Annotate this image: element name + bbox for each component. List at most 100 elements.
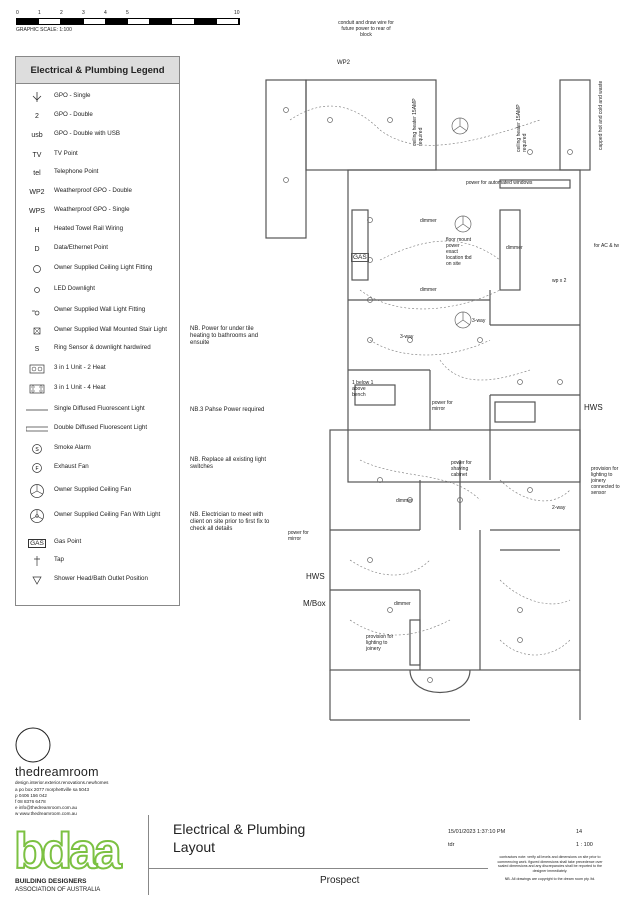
graphic-scale: 0 1 2 3 4 5 10 GRAPHIC SCALE: 1:100 (16, 10, 240, 33)
legend-item-label: Shower Head/Bath Outlet Position (54, 575, 148, 582)
nb-note-heating: NB. Power for under tile heating to bath… (190, 326, 259, 346)
legend-item-label: Double Diffused Fluorescent Light (54, 424, 148, 431)
legend-item-label: LED Downlight (54, 285, 95, 292)
heated-towel-rail-icon: H (34, 226, 40, 234)
legend-item-label: Owner Supplied Wall Mounted Stair Light (54, 326, 167, 333)
led-downlight-icon (26, 282, 48, 298)
legend-panel: Electrical & Plumbing Legend GPO - Singl… (15, 56, 180, 606)
legend-item-label: Gas Point (54, 538, 82, 545)
scale-num: 0 (16, 10, 19, 16)
exhaust-fan-icon: F (26, 460, 48, 476)
weatherproof-gpo-single-icon: WPS (29, 207, 45, 215)
legend-item-label: GPO - Double (54, 111, 93, 118)
label-hws: HWS (306, 572, 325, 581)
scale-num: 1 (38, 10, 41, 16)
legend-item-label: 3 in 1 Unit - 2 Heat (54, 364, 106, 371)
note-heater-1: ceiling heater 15AMP required (412, 98, 424, 146)
legend-item-label: Data/Ethernet Point (54, 244, 109, 251)
brand-tagline: design.interior.exterior.renovations.new… (15, 780, 109, 785)
legend-item-label: Owner Supplied Wall Light Fitting (54, 306, 146, 313)
association-line-1: BUILDING DESIGNERS (15, 878, 87, 885)
drawing-title: Electrical & Plumbing Layout (173, 820, 305, 856)
contact-line: e info@thedreamroom.com.au (15, 805, 78, 810)
svg-text:F: F (35, 466, 38, 472)
scale-num: 10 (234, 10, 240, 16)
label-two-way: 2-way (552, 505, 566, 511)
brand-contact: a po box 2077 morphettville sa 5043 p 04… (15, 787, 89, 817)
legend-item-label: TV Point (54, 150, 78, 157)
brand-logo-circle (15, 727, 51, 763)
copyright-text: NB. All drawings are copyright to the dr… (504, 877, 596, 882)
legend-item-label: Owner Supplied Ceiling Fan With Light (54, 511, 161, 518)
legend-item-label: GPO - Single (54, 92, 91, 99)
legend-item: Owner Supplied Wall Light Fitting (16, 303, 179, 319)
legend-item-label: Ring Sensor & downlight hardwired (54, 344, 151, 351)
note-floor-mount: floor mount power - exact location tbd o… (446, 237, 472, 267)
label-three-way: 3-way (472, 318, 486, 324)
ceiling-light-icon (26, 261, 48, 277)
drawn-by: tdr (448, 842, 455, 848)
brand-name: thedreamroom (15, 765, 99, 779)
legend-item: S Ring Sensor & downlight hardwired (16, 341, 179, 357)
title-line-1: Electrical & Plumbing (173, 821, 306, 837)
legend-item: Owner Supplied Ceiling Fan (16, 483, 179, 499)
legend-item-label: Owner Supplied Ceiling Light Fitting (54, 264, 153, 271)
gas-point-icon: GAS (28, 538, 46, 548)
contact-line: f 08 8376 6478 (15, 799, 46, 804)
note-below-bench: 1 below 1 above bench (352, 380, 374, 398)
gpo-double-icon: 2 (35, 112, 39, 120)
association-line-2: ASSOCIATION OF AUSTRALIA (15, 887, 101, 893)
legend-item: GAS Gas Point (16, 535, 179, 551)
note-shaving: power for shaving cabinet (451, 460, 472, 478)
title-line-2: Layout (173, 839, 216, 855)
contractor-note: contractors note: verify all levels and … (494, 855, 606, 882)
legend-item: GPO - Single (16, 89, 179, 105)
legend-item: Owner Supplied Ceiling Fan With Light (16, 508, 179, 524)
scale-bar (16, 18, 240, 25)
wall-light-icon (26, 303, 48, 319)
smoke-alarm-icon: S (26, 441, 48, 457)
stair-light-icon (26, 323, 48, 339)
note-mirror-2: power for mirror (288, 530, 309, 542)
ring-sensor-icon: S (34, 345, 40, 353)
scale-label: GRAPHIC SCALE: 1:100 (16, 27, 72, 33)
legend-item: LED Downlight (16, 282, 179, 298)
note-heater-2: ceiling heater 15AMP required (516, 104, 528, 152)
nb-note-switches: NB. Replace all existing light switches (190, 457, 267, 470)
drawing-scale: 1 : 100 (576, 842, 593, 848)
legend-item-label: GPO - Double with USB (54, 130, 121, 137)
label-dimmer: dimmer (506, 245, 523, 251)
contact-line: a po box 2077 morphettville sa 5043 (15, 787, 90, 792)
nb-note-electrician: NB. Electrician to meet with client on s… (190, 512, 270, 532)
note-capped: capped hot and cold and waste (598, 80, 604, 150)
scale-num: 3 (82, 10, 85, 16)
bdaa-logo: bdaa (14, 822, 124, 874)
note-ac: for AC & tw (594, 243, 620, 249)
double-fluorescent-icon (26, 421, 48, 437)
label-mbox: M/Box (303, 599, 326, 608)
telephone-point-icon: tel (33, 169, 41, 177)
contact-line: w www.thedreamroom.com.au (15, 811, 77, 816)
scale-num: 2 (60, 10, 63, 16)
legend-item: Owner Supplied Ceiling Light Fitting (16, 261, 179, 277)
legend-item: Tap (16, 553, 179, 569)
tap-icon (26, 553, 48, 569)
association-name: BUILDING DESIGNERS ASSOCIATION OF AUSTRA… (15, 878, 100, 894)
floor-plan (265, 79, 591, 721)
legend-item-label: Weatherproof GPO - Double (54, 187, 132, 194)
svg-text:bdaa: bdaa (14, 823, 123, 874)
label-dimmer: dimmer (394, 601, 411, 607)
tv-point-icon: TV (32, 151, 42, 159)
note-conduit: conduit and draw wire for future power t… (338, 20, 394, 38)
legend-item-label: 3 in 1 Unit - 4 Heat (54, 384, 106, 391)
label-hws: HWS (584, 403, 603, 412)
legend-item: 3 in 1 Unit - 4 Heat (16, 381, 179, 397)
weatherproof-gpo-double-icon: WP2 (29, 188, 45, 196)
sheet-number: 14 (576, 829, 583, 835)
legend-item: 3 in 1 Unit - 2 Heat (16, 361, 179, 377)
